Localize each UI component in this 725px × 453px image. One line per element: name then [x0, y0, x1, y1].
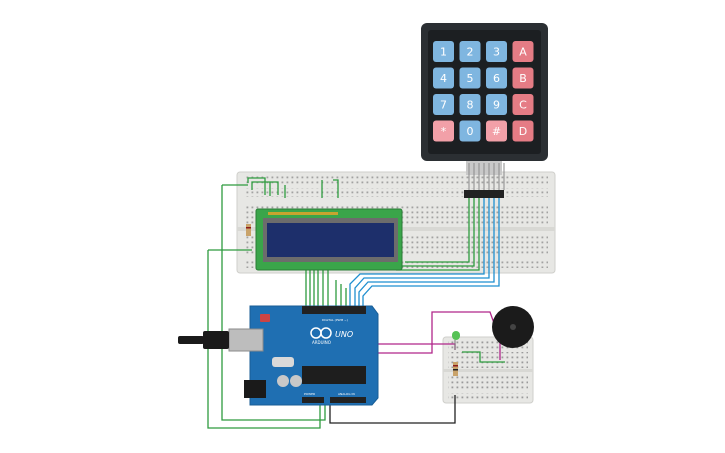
- keypad-key-face: [459, 94, 481, 115]
- arduino-uno[interactable]: ARDUINO UNO DIGITAL (PWM ~) POWER ANALOG…: [178, 305, 379, 406]
- led-green[interactable]: [452, 331, 460, 350]
- keypad-key-label: 3: [493, 46, 500, 59]
- wire-blue: [358, 198, 495, 320]
- wire-green: [396, 198, 480, 271]
- wire-green: [400, 198, 475, 267]
- keypad-key[interactable]: 1: [433, 41, 454, 62]
- keypad-key[interactable]: *: [433, 120, 454, 142]
- keypad-key-label: 7: [440, 99, 447, 112]
- keypad-key[interactable]: 7: [433, 94, 454, 115]
- keypad-key-label: *: [441, 125, 447, 138]
- keypad-key[interactable]: 2: [459, 41, 481, 62]
- wire-green: [333, 179, 339, 198]
- wire-black: [329, 395, 456, 424]
- keypad-key-face: [486, 94, 507, 115]
- keypad-key-label: 0: [467, 125, 474, 138]
- keypad-key-face: [433, 67, 454, 89]
- keypad-key[interactable]: D: [512, 120, 534, 142]
- keypad-4x4[interactable]: 1 2 3 A 4 5 6 B 7 8 9 C * 0 # D: [421, 23, 548, 198]
- keypad-key-face: [459, 67, 481, 89]
- buzzer[interactable]: [492, 306, 534, 348]
- keypad-key-face: [486, 41, 507, 62]
- keypad-key-label: D: [519, 125, 527, 138]
- wire-green: [251, 181, 279, 195]
- keypad-key-face: [512, 41, 534, 62]
- arduino-logo-text: ARDUINO: [312, 340, 331, 345]
- wire-green: [221, 185, 326, 421]
- keypad-key-face: [486, 67, 507, 89]
- keypad-key[interactable]: A: [512, 41, 534, 62]
- wire-blue: [349, 198, 485, 320]
- keypad-key-label: 2: [467, 46, 474, 59]
- wire-blue: [362, 198, 500, 320]
- keypad-key[interactable]: 9: [486, 94, 507, 115]
- lcd-16x2[interactable]: [255, 208, 403, 271]
- analog-label: ANALOG IN: [338, 392, 355, 396]
- keypad-key-face: [512, 120, 534, 142]
- keypad-key-label: 6: [493, 72, 500, 85]
- resistor[interactable]: [246, 224, 251, 236]
- resistor[interactable]: [453, 362, 458, 376]
- keypad-key-face: [486, 120, 507, 142]
- keypad-key-label: #: [492, 125, 501, 138]
- keypad-key-face: [512, 94, 534, 115]
- keypad-key-label: C: [519, 99, 527, 112]
- keypad-key[interactable]: 4: [433, 67, 454, 89]
- keypad-key-face: [433, 94, 454, 115]
- keypad-key-face: [459, 41, 481, 62]
- keypad-key-face: [459, 120, 481, 142]
- power-label: POWER: [304, 392, 315, 396]
- keypad-key[interactable]: 0: [459, 120, 481, 142]
- wire-green: [462, 351, 505, 363]
- keypad-key-label: A: [519, 46, 527, 59]
- keypad-key[interactable]: B: [512, 67, 534, 89]
- wire-green: [247, 177, 266, 195]
- arduino-model-text: UNO: [335, 330, 353, 339]
- keypad-key[interactable]: 3: [486, 41, 507, 62]
- keypad-key-label: 4: [440, 72, 447, 85]
- keypad-key[interactable]: 6: [486, 67, 507, 89]
- keypad-key-face: [512, 67, 534, 89]
- wire-blue: [354, 198, 490, 320]
- keypad-key-label: 8: [467, 99, 474, 112]
- wire-green: [405, 198, 470, 263]
- keypad-key-label: 5: [467, 72, 474, 85]
- keypad-key[interactable]: #: [486, 120, 507, 142]
- keypad-key-label: B: [519, 72, 527, 85]
- keypad-key-label: 9: [493, 99, 500, 112]
- keypad-key-face: [433, 120, 454, 142]
- keypad-key[interactable]: C: [512, 94, 534, 115]
- keypad-key[interactable]: 8: [459, 94, 481, 115]
- keypad-key[interactable]: 5: [459, 67, 481, 89]
- breadboard-small[interactable]: [442, 336, 534, 404]
- keypad-key-label: 1: [440, 46, 447, 59]
- digital-label: DIGITAL (PWM ~): [322, 318, 348, 322]
- keypad-key-face: [433, 41, 454, 62]
